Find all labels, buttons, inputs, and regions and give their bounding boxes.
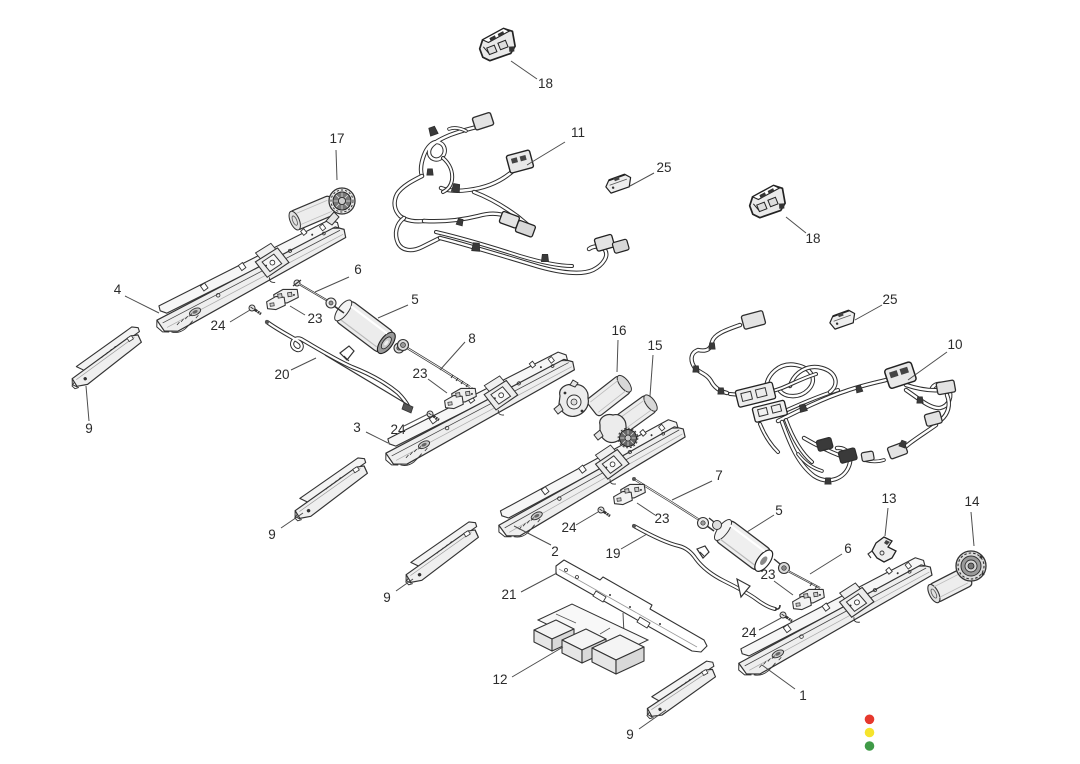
svg-text:23: 23	[412, 366, 427, 381]
svg-text:24: 24	[561, 520, 577, 535]
svg-text:16: 16	[611, 323, 626, 338]
svg-text:24: 24	[210, 318, 226, 333]
svg-text:14: 14	[964, 494, 980, 509]
svg-text:5: 5	[411, 292, 419, 307]
svg-text:9: 9	[268, 527, 276, 542]
svg-text:1: 1	[799, 688, 807, 703]
svg-text:9: 9	[626, 727, 634, 742]
svg-text:7: 7	[715, 468, 723, 483]
svg-text:18: 18	[538, 76, 553, 91]
svg-text:3: 3	[353, 420, 361, 435]
svg-text:21: 21	[501, 587, 516, 602]
svg-text:23: 23	[307, 311, 322, 326]
svg-text:19: 19	[605, 546, 620, 561]
svg-text:18: 18	[805, 231, 820, 246]
svg-text:15: 15	[647, 338, 662, 353]
svg-text:24: 24	[741, 625, 757, 640]
svg-text:23: 23	[760, 567, 775, 582]
svg-text:6: 6	[844, 541, 852, 556]
svg-text:2: 2	[551, 544, 559, 559]
svg-text:20: 20	[274, 367, 289, 382]
svg-text:6: 6	[354, 262, 362, 277]
svg-text:5: 5	[775, 503, 783, 518]
svg-text:25: 25	[656, 160, 671, 175]
svg-text:13: 13	[881, 491, 896, 506]
svg-text:12: 12	[492, 672, 507, 687]
svg-text:25: 25	[882, 292, 897, 307]
svg-text:10: 10	[947, 337, 962, 352]
svg-text:9: 9	[85, 421, 93, 436]
svg-text:23: 23	[654, 511, 669, 526]
svg-text:9: 9	[383, 590, 391, 605]
svg-text:8: 8	[468, 331, 476, 346]
svg-text:24: 24	[390, 422, 406, 437]
svg-text:11: 11	[571, 125, 585, 140]
svg-text:17: 17	[329, 131, 344, 146]
svg-text:4: 4	[114, 282, 122, 297]
